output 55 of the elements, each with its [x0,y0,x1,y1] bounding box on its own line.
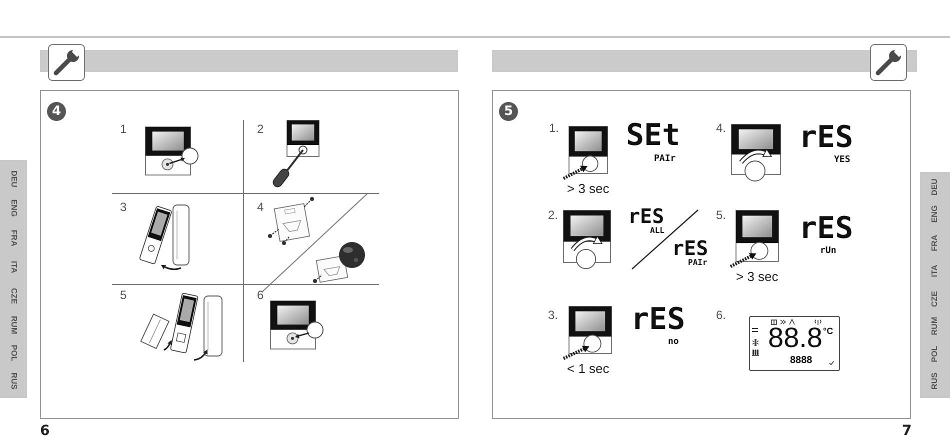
step-number: 3 [120,201,127,213]
language-label: POL [931,346,939,362]
display-readout: rES [672,238,708,258]
hold-duration-label: < 1 sec [567,362,610,375]
language-label: DEU [10,170,18,188]
language-label: POL [10,344,18,362]
step-number-badge: 5 [499,102,518,121]
display-subreadout: PAIr [654,155,676,164]
step-number: 2. [548,209,558,221]
language-label: RUM [10,316,18,334]
language-tab-bar [920,172,950,398]
instruction-panel [40,90,459,419]
language-label: ENG [10,199,18,217]
lcd-unit-label: °C [823,327,834,336]
display-subreadout: YES [834,156,850,165]
step-number: 1 [120,123,127,135]
instruction-panel [492,90,911,419]
language-label: ENG [931,205,939,223]
lcd-digit-readout: 8888 [790,356,812,366]
step-number: 1. [549,122,560,134]
step-number: 6 [257,289,264,301]
language-label: FRA [10,230,18,246]
language-label: RUM [931,316,939,336]
language-label: CZE [931,291,939,307]
display-readout: rES [631,305,686,335]
display-readout: rES [799,214,854,244]
step-number: 5. [716,209,726,221]
step-number: 4 [257,201,264,213]
display-readout: SEt [626,121,680,151]
display-subreadout: rUn [820,247,836,256]
hold-duration-label: > 3 sec [736,270,778,283]
language-label: RUS [10,372,18,390]
language-label: CZE [10,288,18,304]
display-subreadout: no [668,338,679,347]
step-number: 6. [716,309,726,321]
display-subreadout: ALL [650,227,664,235]
page-number: 7 [902,424,912,438]
hold-duration-label: > 3 sec [567,182,610,195]
page-number: 6 [40,424,50,438]
language-label: FRA [931,234,939,252]
language-label: DEU [931,178,939,196]
step-number-badge: 4 [47,102,66,121]
step-number: 4. [716,122,726,134]
display-readout: rES [628,206,664,226]
display-subreadout: PAIr [688,259,708,267]
step-number: 2 [257,123,264,135]
lcd-display [749,316,840,371]
display-readout: rES [799,123,854,153]
lcd-temperature-readout: 88.8 [768,324,822,352]
step-number: 5 [120,289,127,301]
language-label: RUS [931,372,939,390]
language-label: ITA [10,260,18,274]
language-label: ITA [931,264,939,278]
language-tab-bar [0,160,27,398]
step-number: 3. [548,309,558,321]
